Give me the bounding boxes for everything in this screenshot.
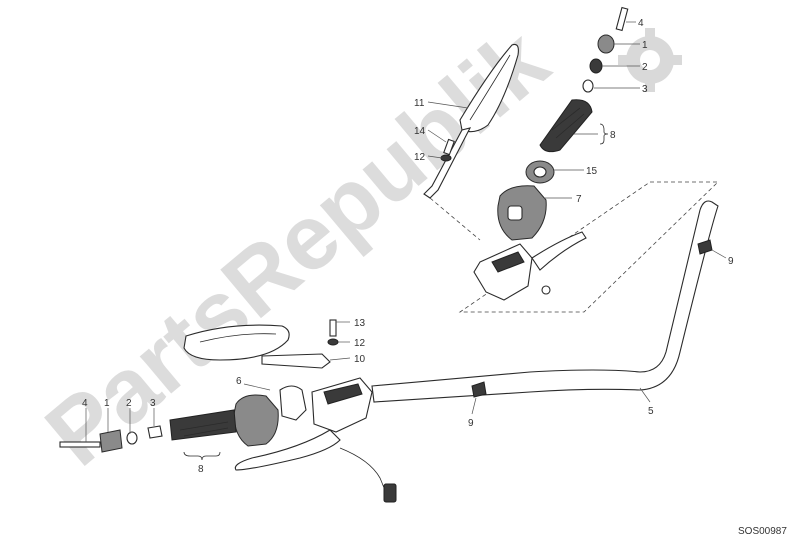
- leader-lines: [85, 21, 727, 442]
- watermark-gear-icon: [618, 28, 682, 92]
- upper-bar-end: [597, 34, 615, 54]
- right-switch-housing: [497, 185, 547, 241]
- mirror-screw-lower: [329, 319, 337, 337]
- detail-leader-dashed: [429, 197, 481, 241]
- lower-spacer: [126, 431, 138, 445]
- callout-14: 14: [414, 126, 426, 137]
- callout-5: 5: [648, 406, 654, 417]
- callout-lower-8: 8: [198, 464, 204, 475]
- upper-grip: [539, 99, 593, 153]
- mirror-screw-upper: [443, 138, 455, 156]
- brace-lower: [183, 451, 221, 461]
- washer-upper: [440, 154, 452, 162]
- upper-insert: [582, 79, 594, 93]
- callout-6: 6: [236, 376, 242, 387]
- callout-9-mid: 9: [468, 418, 474, 429]
- callout-upper-3: 3: [642, 84, 648, 95]
- callout-10: 10: [354, 354, 366, 365]
- callout-lower-3: 3: [150, 398, 156, 409]
- lower-mirror: [183, 324, 331, 369]
- upper-ring: [525, 160, 555, 184]
- upper-bolt: [615, 6, 629, 32]
- callout-12: 12: [414, 152, 426, 163]
- callout-9-right: 9: [728, 256, 734, 267]
- callout-lower-2: 2: [126, 398, 132, 409]
- callout-13: 13: [354, 318, 366, 329]
- callout-labels: 4 1 2 3 8 15 7 11 14 12 9 13 12 10 6 5 9…: [82, 18, 734, 475]
- handlebar-clip: [471, 381, 487, 398]
- right-master-cylinder: [473, 231, 587, 301]
- upper-mirror: [423, 43, 519, 199]
- callout-upper-7: 7: [576, 194, 582, 205]
- callout-upper-4: 4: [638, 18, 644, 29]
- callout-12b: 12: [354, 338, 366, 349]
- callout-lower-1: 1: [104, 398, 110, 409]
- callout-upper-2: 2: [642, 62, 648, 73]
- callout-upper-8: 8: [610, 130, 616, 141]
- lower-bolt: [59, 441, 101, 448]
- handlebar: [371, 200, 719, 403]
- callout-upper-1: 1: [642, 40, 648, 51]
- callout-11: 11: [414, 98, 425, 109]
- left-switch-housing: [233, 385, 307, 447]
- upper-spacer: [589, 58, 603, 74]
- drawing-code: SOS00987: [738, 526, 787, 537]
- lower-bar-end: [99, 429, 123, 453]
- lower-grip: [169, 409, 237, 441]
- left-master-cylinder: [234, 377, 397, 503]
- brace-upper: [599, 123, 609, 145]
- callout-upper-15: 15: [586, 166, 598, 177]
- washer-lower: [327, 338, 339, 346]
- callout-lower-4: 4: [82, 398, 88, 409]
- lower-insert: [147, 425, 163, 439]
